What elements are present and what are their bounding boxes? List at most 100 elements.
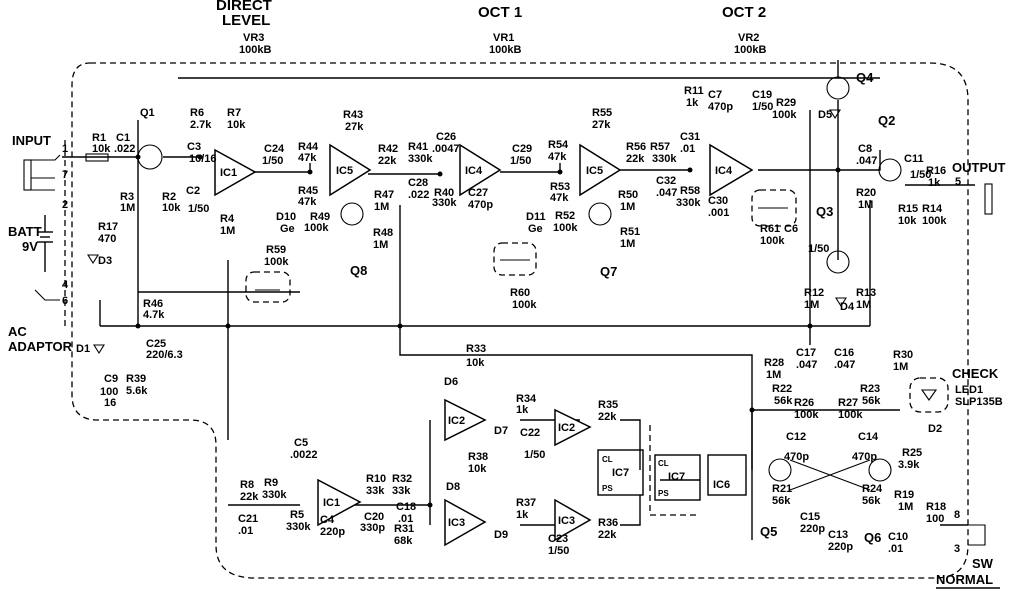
component-label: 470 bbox=[98, 233, 116, 245]
component-label: C17 bbox=[796, 347, 816, 359]
component-label: 27k bbox=[592, 119, 611, 131]
component-label: IC3 bbox=[448, 517, 465, 529]
component-label: .01 bbox=[238, 525, 253, 537]
led-label: LED1 bbox=[955, 384, 983, 396]
component-label: C14 bbox=[858, 431, 879, 443]
component-label: PS bbox=[658, 489, 669, 498]
vr1-value: 100kB bbox=[489, 44, 521, 56]
component-label: R14 bbox=[922, 203, 943, 215]
component-label: D9 bbox=[494, 529, 508, 541]
sw-label: SW bbox=[972, 556, 994, 571]
component-label: 330k bbox=[676, 197, 701, 209]
vr1-pot[interactable] bbox=[493, 242, 537, 276]
component-label: R47 bbox=[374, 189, 394, 201]
component-label: IC4 bbox=[715, 165, 733, 177]
component-label: R45 bbox=[298, 185, 318, 197]
q5-transistor bbox=[768, 458, 792, 482]
component-label: IC1 bbox=[323, 497, 340, 509]
component-label: 1M bbox=[893, 361, 908, 373]
component-label: C6 bbox=[784, 223, 798, 235]
ic3-opamp-left bbox=[444, 498, 487, 547]
component-label: 22k bbox=[598, 411, 617, 423]
ic1-opamp-bottom bbox=[317, 478, 362, 527]
component-label: 4 bbox=[62, 279, 69, 291]
component-label: 22k bbox=[240, 491, 259, 503]
component-label: R1 bbox=[92, 132, 106, 144]
ic3-opamp-right bbox=[554, 498, 592, 542]
vr1-label: VR1 bbox=[493, 32, 514, 44]
component-label: R25 bbox=[902, 447, 922, 459]
normal-label: NORMAL bbox=[936, 572, 993, 587]
component-label: 22k bbox=[598, 529, 617, 541]
component-label: 56k bbox=[772, 495, 791, 507]
oct1-title: OCT 1 bbox=[478, 4, 522, 21]
check-label: CHECK bbox=[952, 366, 999, 381]
component-label: 6 bbox=[62, 295, 68, 307]
component-label: 1M bbox=[220, 225, 235, 237]
component-label: C19 bbox=[752, 89, 772, 101]
vr3-value: 100kB bbox=[239, 44, 271, 56]
component-label: 220/6.3 bbox=[146, 349, 183, 361]
output-jack[interactable] bbox=[984, 183, 993, 215]
ac-label-2: ADAPTOR bbox=[8, 339, 73, 354]
component-label: D8 bbox=[446, 481, 460, 493]
component-label: R33 bbox=[466, 343, 486, 355]
component-label: 68k bbox=[394, 535, 413, 547]
q8-transistor bbox=[340, 202, 364, 226]
component-label: .022 bbox=[408, 189, 429, 201]
component-label: PS bbox=[602, 484, 613, 493]
component-label: 1M bbox=[856, 299, 871, 311]
component-label: R22 bbox=[772, 383, 792, 395]
component-label: 1k bbox=[686, 97, 699, 109]
direct-level-title-2: LEVEL bbox=[222, 12, 270, 29]
component-label: 10k bbox=[468, 463, 487, 475]
component-label: 100 bbox=[100, 386, 118, 398]
component-label: C30 bbox=[708, 195, 728, 207]
component-label: 1k bbox=[516, 509, 529, 521]
component-label: IC5 bbox=[586, 165, 603, 177]
vr3-label: VR3 bbox=[243, 32, 264, 44]
component-label: C16 bbox=[834, 347, 854, 359]
component-label: .047 bbox=[856, 155, 877, 167]
component-label: 330k bbox=[408, 153, 433, 165]
component-label: R37 bbox=[516, 497, 536, 509]
input-jack[interactable] bbox=[23, 159, 32, 191]
component-label: D6 bbox=[444, 376, 458, 388]
component-label: R56 bbox=[626, 141, 646, 153]
component-label: 16 bbox=[104, 397, 116, 409]
component-label: 5 bbox=[955, 176, 961, 188]
ic4-opamp-right bbox=[709, 143, 754, 197]
component-label: .001 bbox=[708, 207, 729, 219]
component-label: R27 bbox=[838, 397, 858, 409]
component-label: Ge bbox=[280, 223, 295, 235]
component-label: R59 bbox=[266, 244, 286, 256]
footswitch[interactable] bbox=[968, 524, 986, 546]
component-label: R10 bbox=[366, 473, 386, 485]
component-label: R38 bbox=[468, 451, 488, 463]
component-label: 100k bbox=[553, 222, 578, 234]
component-label: R28 bbox=[764, 357, 784, 369]
ic2-opamp-left bbox=[444, 398, 487, 442]
ic2-opamp-right bbox=[554, 408, 592, 447]
component-label: R29 bbox=[776, 97, 796, 109]
component-label: R43 bbox=[343, 109, 363, 121]
component-label: 4.7k bbox=[143, 309, 165, 321]
component-label: 1M bbox=[766, 369, 781, 381]
component-label: R49 bbox=[310, 211, 330, 223]
component-label: 100k bbox=[838, 409, 863, 421]
vr2-pot[interactable] bbox=[751, 189, 797, 227]
component-label: D5 bbox=[818, 109, 832, 121]
component-label: R61 bbox=[760, 223, 780, 235]
component-label: 1/50 bbox=[910, 169, 931, 181]
q1-label: Q1 bbox=[140, 107, 155, 119]
q5-label: Q5 bbox=[760, 524, 777, 539]
component-label: 1/50 bbox=[188, 203, 209, 215]
component-label: R30 bbox=[893, 349, 913, 361]
vr3-pot[interactable] bbox=[245, 271, 291, 303]
component-label: C23 bbox=[548, 533, 568, 545]
component-label: C10 bbox=[888, 531, 908, 543]
component-label: 10k bbox=[92, 143, 111, 155]
component-label: R60 bbox=[510, 287, 530, 299]
component-label: .047 bbox=[834, 359, 855, 371]
component-label: IC3 bbox=[558, 515, 575, 527]
